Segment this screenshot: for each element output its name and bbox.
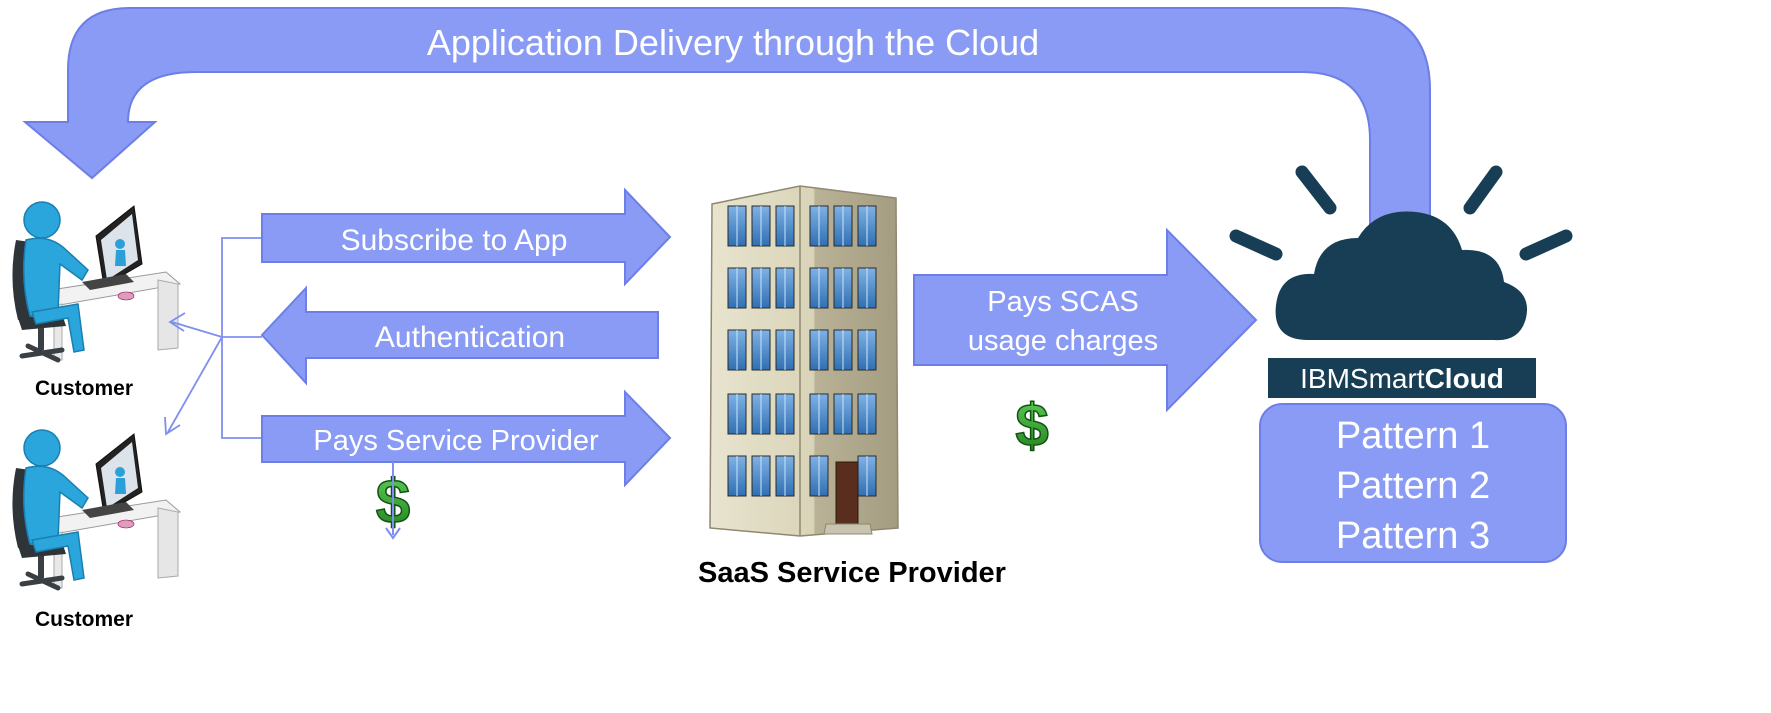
screen-figure-body [115,478,126,494]
person-legs [31,303,85,353]
connector-arrow-upper [171,321,223,338]
dollar-drop-arrowhead [385,527,401,540]
person-body [23,237,89,317]
building-door [835,461,859,525]
customer-figure-1 [12,201,182,363]
keyboard [82,502,134,518]
person-head [23,201,61,239]
chair-stem [38,328,44,350]
subscribe-arrow-shape [261,187,672,287]
pattern-item-1: Pattern 1 [1336,415,1490,457]
customer-connector [164,237,262,439]
pattern-item-2: Pattern 2 [1336,465,1490,507]
connector-arrowhead-lower [164,416,181,436]
pays-service-provider-arrow-shape [261,389,672,488]
pays-scas-label-line-2: usage charges [968,325,1158,357]
person-legs [31,531,85,581]
dollar-symbol-provider: $ [1015,392,1048,459]
pays-scas-arrow: Pays SCAS usage charges [913,227,1258,413]
dollar-icon-provider: $ [1015,391,1050,460]
cloud-icon [1229,165,1573,341]
subscribe-arrow: Subscribe to App [261,187,672,287]
connector-arrowhead-upper [168,312,186,332]
authentication-arrow: Authentication [260,285,659,386]
keyboard [82,274,134,290]
pays-service-provider-arrow-label: Pays Service Provider [313,425,599,457]
chair-stem [38,556,44,578]
screen-figure-head [115,239,125,249]
mouse [117,519,135,529]
building-steps [823,523,873,535]
pattern-box: Pattern 1 Pattern 2 Pattern 3 [1259,403,1567,563]
pays-scas-label-line-1: Pays SCAS [987,286,1139,318]
delivery-arrow-shape [22,7,1431,229]
cloud-rays [1229,165,1573,261]
customer-label-1: Customer [35,377,133,400]
customer-figure-2 [12,429,182,591]
pattern-item-3: Pattern 3 [1336,515,1490,557]
desk-side [157,507,179,579]
logo-background [1268,358,1536,398]
provider-label: SaaS Service Provider [698,557,1006,589]
screen-figure-body [115,250,126,266]
authentication-arrow-shape [260,285,659,386]
person-body [23,465,89,545]
office-building-icon [709,185,899,537]
person-head [23,429,61,467]
chair-base [19,571,65,591]
connector-arrow-lower [167,336,223,433]
subscribe-arrow-label: Subscribe to App [341,224,568,257]
mouse [117,291,135,301]
application-delivery-arrow: Application Delivery through the Cloud [22,7,1431,229]
pattern-box-background [1259,403,1567,563]
pays-scas-arrow-shape [913,227,1258,413]
desk-side [157,279,179,351]
connector-bracket [221,237,262,439]
chair-base [19,343,65,363]
dollar-icon-customer: $ [375,462,411,540]
logo-text: IBMSmartCloud [1300,363,1504,394]
authentication-arrow-label: Authentication [375,321,565,354]
customer-label-2: Customer [35,608,133,631]
ibm-smartcloud-logo: IBMSmartCloud [1268,358,1536,398]
screen-figure-head [115,467,125,477]
cloud-shape [1275,211,1528,341]
delivery-arrow-label: Application Delivery through the Cloud [427,22,1039,63]
pays-service-provider-arrow: Pays Service Provider [261,389,672,488]
